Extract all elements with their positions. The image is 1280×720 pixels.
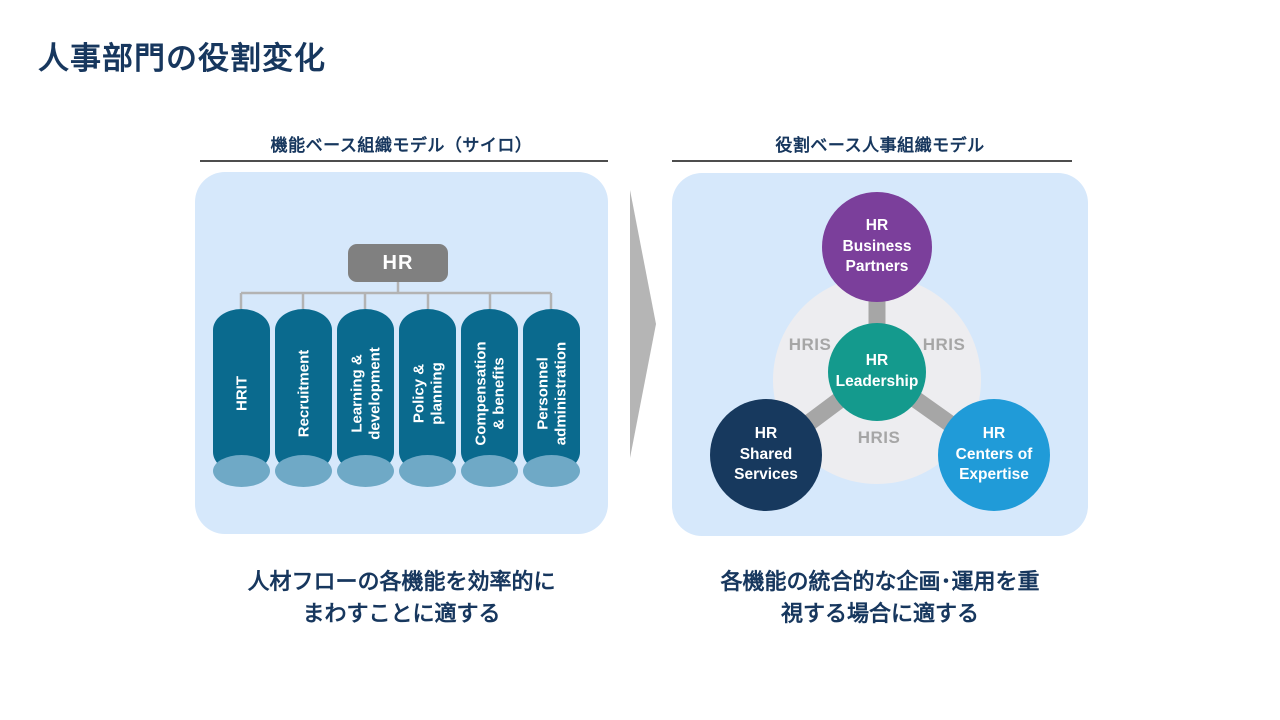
cylinder-recruitment: Recruitment xyxy=(275,309,332,487)
cylinder-label: Compensation & benefits xyxy=(471,340,507,446)
cylinder-bottom-cap xyxy=(213,455,270,487)
cylinder-body xyxy=(275,309,332,473)
cylinder-body xyxy=(213,309,270,473)
left-header-underline xyxy=(200,160,608,162)
cylinder-label: Personnel administration xyxy=(533,341,569,445)
cylinder-hrit: HRIT xyxy=(213,309,270,487)
cylinder-policy-planning: Policy & planning xyxy=(399,309,456,487)
transition-arrow-icon xyxy=(630,190,656,458)
right-header-underline xyxy=(672,160,1072,162)
hr-leadership-circle: HR Leadership xyxy=(828,323,926,421)
hr-shared-services-circle: HR Shared Services xyxy=(710,399,822,511)
cylinder-bottom-cap xyxy=(523,455,580,487)
cylinder-label: Recruitment xyxy=(294,349,312,437)
hris-label-bottom: HRIS xyxy=(857,428,901,447)
hr-root-box: HR xyxy=(348,244,448,282)
cylinder-personnel-administration: Personnel administration xyxy=(523,309,580,487)
left-model-caption: 人材フローの各機能を効率的に まわすことに適する xyxy=(247,569,556,626)
cylinder-learning-development: Learning & development xyxy=(337,309,394,487)
cylinder-bottom-cap xyxy=(461,455,518,487)
cylinder-bottom-cap xyxy=(337,455,394,487)
cylinder-label: HRIT xyxy=(232,375,250,411)
org-chart-connector-lines xyxy=(239,282,553,309)
role-based-model-panel: HRIS HRIS HRIS HR Business Partners HR L… xyxy=(672,173,1088,536)
cylinder-label: Learning & development xyxy=(347,346,383,440)
right-column-header: 役割ベース人事組織モデル xyxy=(775,136,985,155)
hris-label-right: HRIS xyxy=(922,335,966,354)
cylinder-bottom-cap xyxy=(399,455,456,487)
cylinder-body xyxy=(399,309,456,473)
cylinder-body xyxy=(523,309,580,473)
cylinder-body xyxy=(337,309,394,473)
hris-label-left: HRIS xyxy=(788,335,832,354)
hr-business-partners-circle: HR Business Partners xyxy=(822,192,932,302)
hr-centers-of-expertise-circle: HR Centers of Expertise xyxy=(938,399,1050,511)
cylinder-compensation-benefits: Compensation & benefits xyxy=(461,309,518,487)
cylinder-body xyxy=(461,309,518,473)
right-model-caption: 各機能の統合的な企画･運用を重 視する場合に適する xyxy=(720,569,1040,626)
left-column-header: 機能ベース組織モデル（サイロ） xyxy=(270,136,533,155)
slide-title: 人事部門の役割変化 xyxy=(38,41,326,76)
cylinder-bottom-cap xyxy=(275,455,332,487)
cylinder-label: Policy & planning xyxy=(409,361,445,425)
functional-model-panel: HR HRIT Recruitment Learning & developme… xyxy=(195,172,608,534)
